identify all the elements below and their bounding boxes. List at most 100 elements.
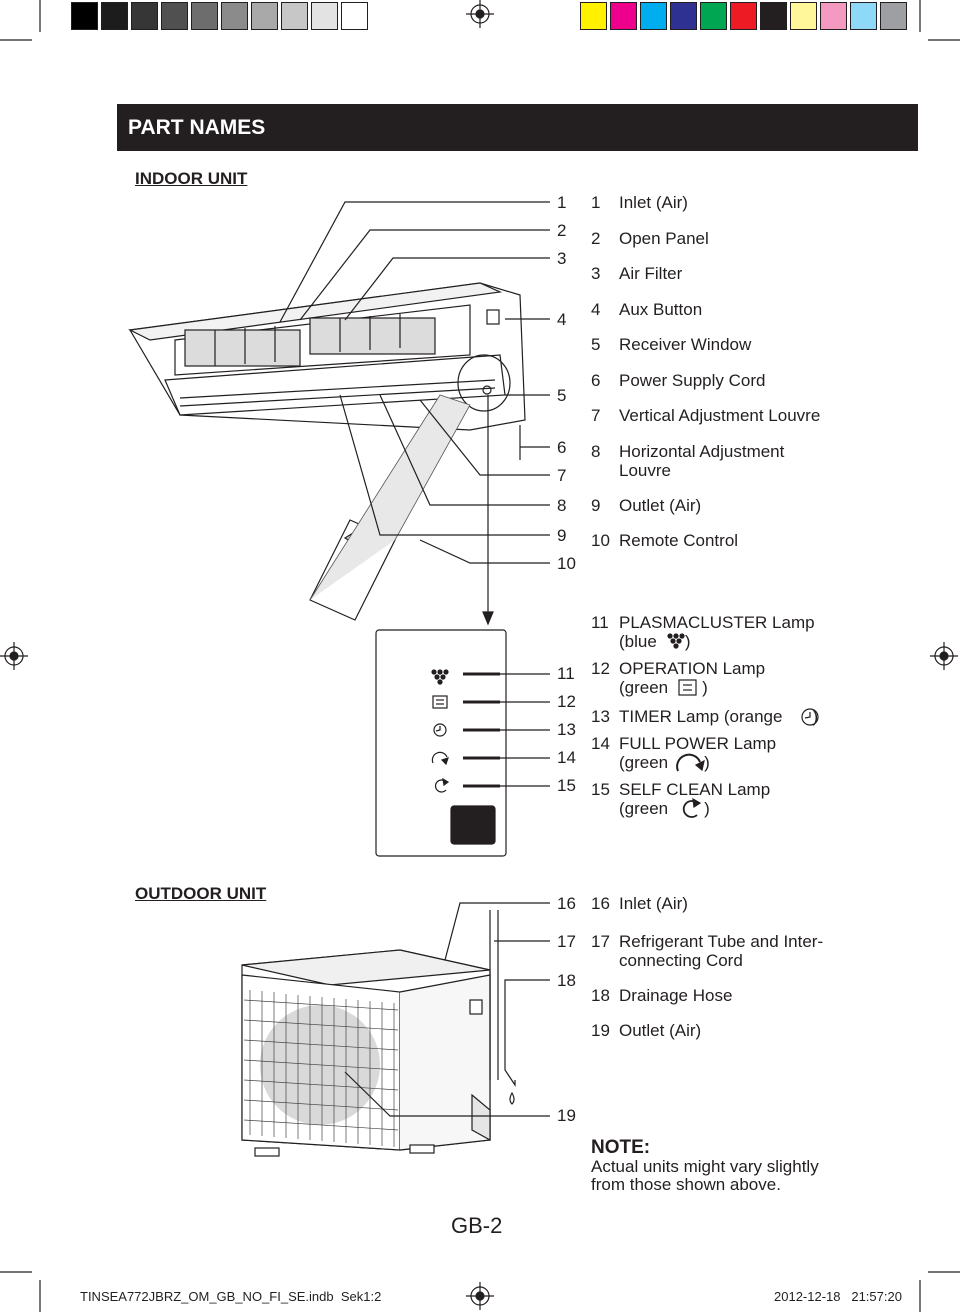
list-item: 3 Air Filter — [591, 264, 682, 283]
footer-sheet: Sek1:2 — [340, 1289, 382, 1304]
callout-number: 12 — [557, 692, 576, 711]
callout-number: 19 — [557, 1106, 576, 1125]
item-number: 14 — [591, 734, 610, 753]
color-swatch — [580, 2, 607, 30]
item-number: 7 — [591, 406, 601, 425]
callout-number: 16 — [557, 894, 576, 913]
callout-number: 14 — [557, 748, 576, 767]
self-clean-icon — [435, 777, 450, 793]
outdoor-unit-illustration — [241, 910, 516, 1157]
registration-mark-bottom — [466, 1282, 494, 1310]
color-swatch — [790, 2, 817, 30]
callout-number: 17 — [557, 932, 576, 951]
timer-icon — [801, 708, 819, 726]
item-label: Drainage Hose — [619, 986, 733, 1005]
item-label: Outlet (Air) — [619, 496, 702, 515]
callout-number: 18 — [557, 971, 576, 990]
callout-number: 9 — [557, 526, 567, 545]
item-label-line2: Louvre — [619, 461, 671, 480]
list-item-color: (green) — [619, 799, 710, 818]
list-item-color: (blue) — [619, 632, 690, 651]
note-line-2: from those shown above. — [591, 1175, 781, 1194]
item-label: TIMER Lamp (orange — [619, 707, 783, 726]
item-label: OPERATION Lamp — [619, 659, 766, 678]
operation-icon — [432, 695, 448, 709]
item-label: Air Filter — [619, 264, 683, 283]
registration-mark-left — [0, 642, 28, 670]
item-color: (green — [619, 753, 669, 772]
callout-number: 13 — [557, 720, 576, 739]
list-item: 6 Power Supply Cord — [591, 371, 765, 390]
callout-number: 15 — [557, 776, 576, 795]
list-item: 11 PLASMACLUSTER Lamp — [591, 613, 815, 632]
item-number: 19 — [591, 1021, 610, 1040]
item-number: 6 — [591, 371, 601, 390]
gray-swatch — [131, 2, 158, 30]
item-label-line2: connecting Cord — [619, 951, 743, 970]
item-number: 12 — [591, 659, 610, 678]
indoor-unit-heading: INDOOR UNIT — [135, 169, 248, 188]
lamp-panel-illustration — [375, 629, 550, 857]
callout-number: 5 — [557, 386, 567, 405]
item-number: 16 — [591, 894, 610, 913]
item-color: (green — [619, 678, 669, 697]
item-number: 9 — [591, 496, 601, 515]
item-number: 15 — [591, 780, 610, 799]
full-power-icon — [431, 751, 449, 766]
item-label: Horizontal Adjustment — [619, 442, 785, 461]
item-number: 17 — [591, 932, 610, 951]
color-swatch — [820, 2, 847, 30]
footer-date: 2012-12-18 — [774, 1289, 841, 1304]
registration-mark-right — [930, 642, 958, 670]
list-item: 15 SELF CLEAN Lamp — [591, 780, 770, 799]
footer-time: 21:57:20 — [851, 1289, 902, 1304]
item-number: 5 — [591, 335, 601, 354]
item-color-close: ) — [702, 678, 708, 697]
item-label: Power Supply Cord — [619, 371, 766, 390]
footer-filename: TINSEA772JBRZ_OM_GB_NO_FI_SE.indb — [80, 1289, 334, 1304]
list-item-color: (green) — [619, 753, 710, 772]
gray-swatch — [71, 2, 98, 30]
remote-control-illustration — [309, 394, 471, 621]
callout-number: 8 — [557, 496, 567, 515]
item-number: 3 — [591, 264, 601, 283]
indoor-unit-illustration — [127, 282, 526, 460]
item-label: Inlet (Air) — [619, 193, 688, 212]
item-label: SELF CLEAN Lamp — [619, 780, 771, 799]
item-number: 13 — [591, 707, 610, 726]
timer-icon — [433, 723, 447, 737]
gray-swatch — [101, 2, 128, 30]
gray-swatch — [341, 2, 368, 30]
callout-number: 7 — [557, 466, 567, 485]
item-color-close: ) — [704, 753, 710, 772]
item-color-close: ) — [684, 632, 691, 651]
footer-timestamp: 2012-12-18 21:57:20 — [774, 1289, 902, 1304]
list-item: 13 TIMER Lamp (orange) — [591, 707, 818, 726]
gray-swatch — [251, 2, 278, 30]
item-label: Open Panel — [619, 229, 709, 248]
item-color-close: ) — [812, 707, 819, 726]
callout-number: 3 — [557, 249, 567, 268]
note-title: NOTE: — [591, 1137, 651, 1158]
note-line-1: Actual units might vary slightly — [591, 1157, 819, 1176]
color-swatch — [730, 2, 757, 30]
gray-swatch — [311, 2, 338, 30]
item-number: 11 — [591, 613, 609, 632]
self-clean-icon — [682, 797, 702, 818]
item-label: Outlet (Air) — [619, 1021, 702, 1040]
registration-mark-top — [466, 0, 494, 28]
item-label: PLASMACLUSTER Lamp — [619, 613, 815, 632]
page-title: PART NAMES — [117, 104, 918, 151]
list-item: 9 Outlet (Air) — [591, 496, 701, 515]
item-color: (blue — [619, 632, 657, 651]
